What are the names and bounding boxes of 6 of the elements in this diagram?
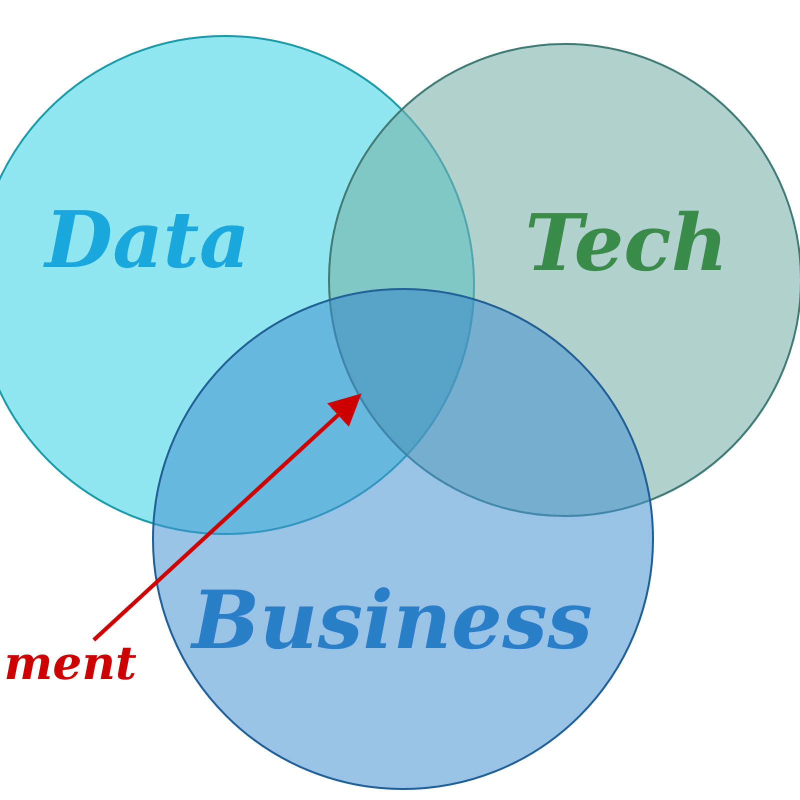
overlap-region (328, 288, 474, 456)
circle-label: Tech (525, 205, 728, 283)
circle-label: Business (192, 580, 592, 660)
circle-label: Data (45, 202, 250, 280)
callout-text: ment (4, 640, 137, 686)
leader-arrow (92, 393, 362, 642)
